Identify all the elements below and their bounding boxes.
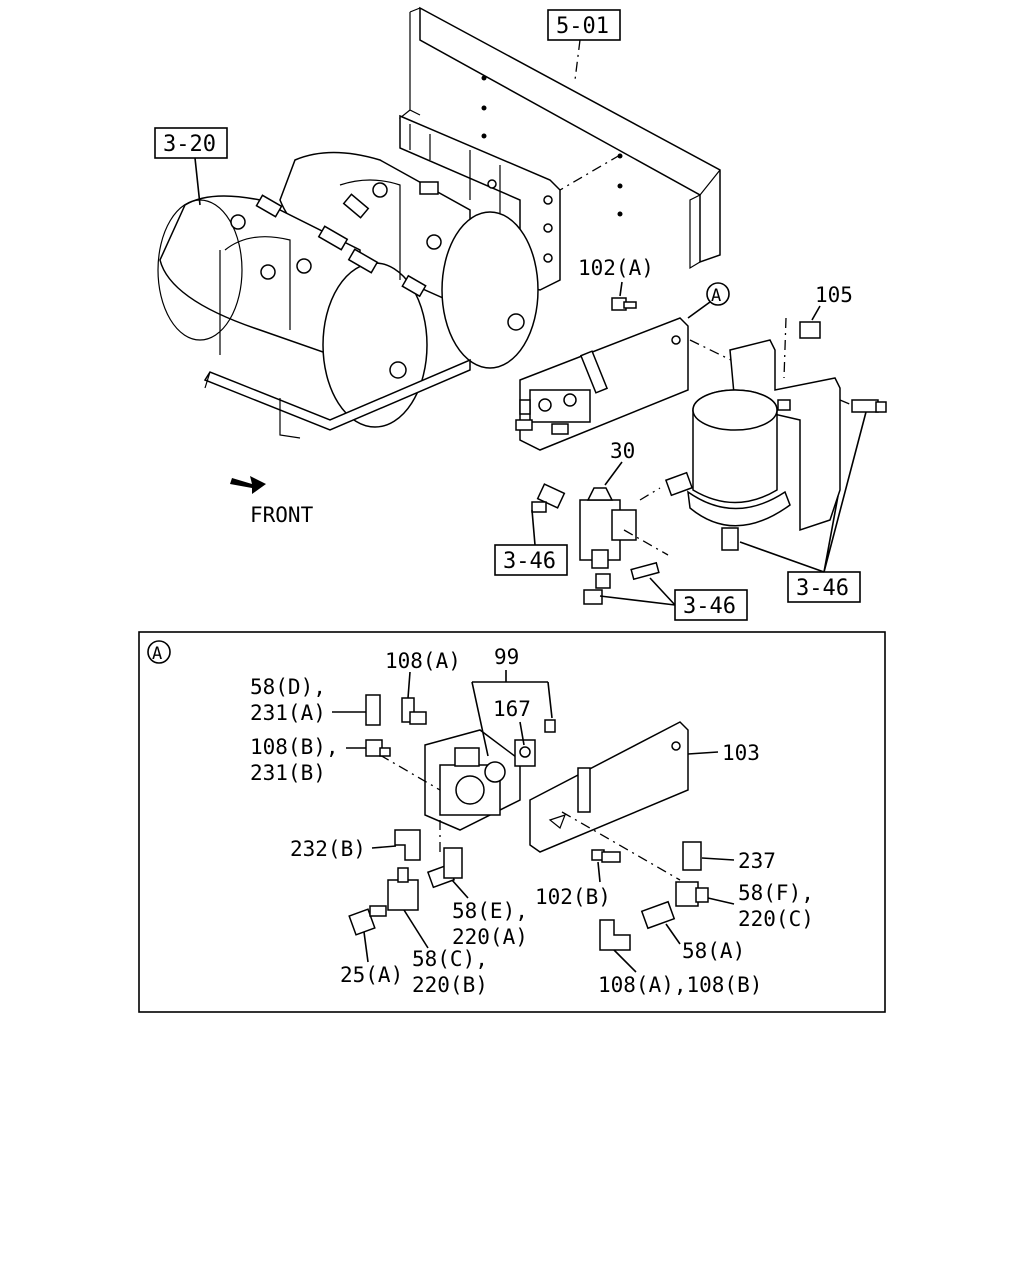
valve-bracket-assembly xyxy=(515,317,689,451)
front-arrow-icon xyxy=(230,476,266,494)
label-220c: 220(C) xyxy=(738,907,814,931)
svg-text:5-01: 5-01 xyxy=(556,14,609,39)
label-58e: 58(E), xyxy=(452,899,528,923)
fitting-58a xyxy=(640,900,676,930)
label-102a: 102(A) xyxy=(578,256,654,280)
svg-text:3-46: 3-46 xyxy=(796,576,849,601)
detail-a-marker: A xyxy=(706,282,730,306)
svg-text:A: A xyxy=(152,644,162,664)
bolt-102a xyxy=(611,297,637,311)
label-232b: 232(B) xyxy=(290,837,366,861)
label-237: 237 xyxy=(738,849,776,873)
label-58f: 58(F), xyxy=(738,881,814,905)
label-102b: 102(B) xyxy=(535,885,611,909)
side-bolt xyxy=(851,399,887,413)
svg-text:3-46: 3-46 xyxy=(503,549,556,574)
svg-text:3-20: 3-20 xyxy=(163,132,216,157)
sensor-25a xyxy=(348,905,387,936)
ref-box-5-01: 5-01 xyxy=(547,9,621,41)
front-label: FRONT xyxy=(250,503,314,527)
fitting-58f xyxy=(675,881,709,907)
bracket-103 xyxy=(529,721,689,853)
label-58c: 58(C), xyxy=(412,947,488,971)
label-58d: 58(D), xyxy=(250,675,326,699)
label-220b: 220(B) xyxy=(412,973,488,997)
label-30: 30 xyxy=(610,439,635,463)
ref-box-3-46-right: 3-46 xyxy=(787,571,861,603)
air-dryer xyxy=(664,389,791,551)
elbow-108ab xyxy=(599,919,631,951)
label-108b: 108(B), xyxy=(250,735,339,759)
nut-105 xyxy=(799,321,821,339)
ref-box-3-46-middle: 3-46 xyxy=(674,589,748,621)
label-108a: 108(A) xyxy=(385,649,461,673)
ref-box-3-20: 3-20 xyxy=(154,127,228,159)
fitting-108b xyxy=(365,739,391,757)
air-dryer-bracket xyxy=(729,339,841,532)
label-108ab: 108(A),108(B) xyxy=(598,973,762,997)
fitting-108a-top xyxy=(401,697,427,725)
fitting-237 xyxy=(682,841,702,871)
label-99: 99 xyxy=(494,645,519,669)
elbow-232b xyxy=(394,829,421,861)
tee-58c xyxy=(387,867,419,911)
bolt-102b xyxy=(591,849,621,863)
label-25a: 25(A) xyxy=(340,963,403,987)
label-105: 105 xyxy=(815,283,853,307)
fitting-58e xyxy=(426,847,463,889)
label-231b: 231(B) xyxy=(250,761,326,785)
detail-a-frame: A xyxy=(138,631,886,1013)
air-tanks xyxy=(157,151,539,439)
governor-valve-30 xyxy=(531,483,660,605)
frame-rail xyxy=(398,6,721,270)
label-58a: 58(A) xyxy=(682,939,745,963)
ref-box-3-46-left: 3-46 xyxy=(494,544,568,576)
svg-text:3-46: 3-46 xyxy=(683,594,736,619)
relay-valve-body xyxy=(424,719,556,831)
label-220a: 220(A) xyxy=(452,925,528,949)
label-231a: 231(A) xyxy=(250,701,326,725)
svg-text:A: A xyxy=(711,286,721,306)
label-167: 167 xyxy=(493,697,531,721)
fitting-58d xyxy=(365,694,381,726)
label-103: 103 xyxy=(722,741,760,765)
